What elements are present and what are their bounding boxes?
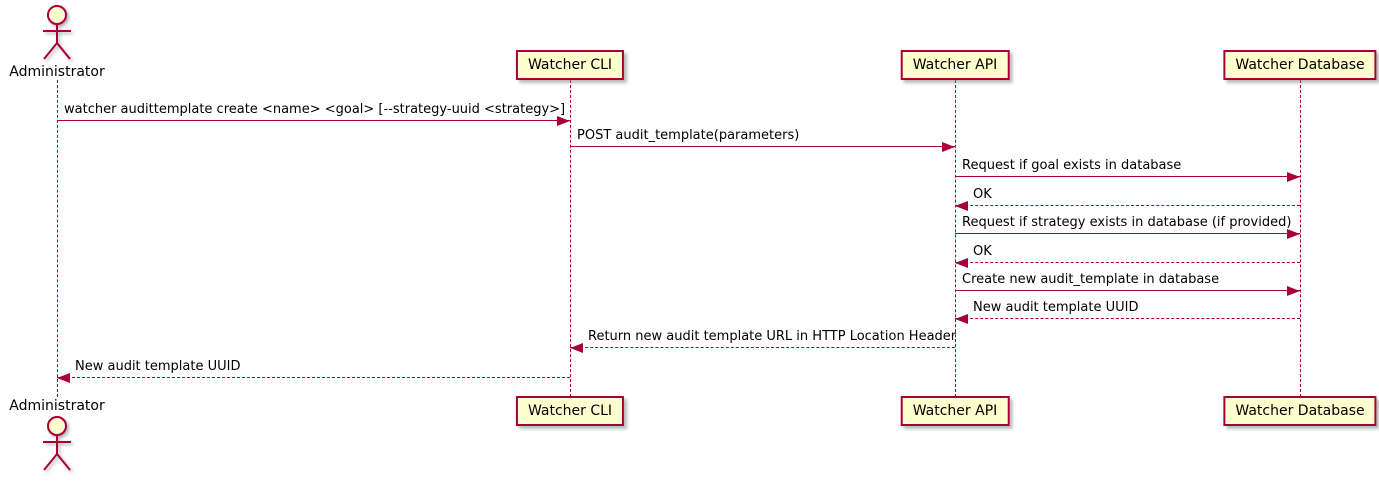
message-arrowhead-4: [1287, 228, 1300, 239]
message-label-2: Request if goal exists in database: [962, 158, 1182, 173]
message-line-8: [570, 347, 955, 348]
message-line-4: [955, 233, 1300, 234]
message-arrowhead-8: [570, 342, 583, 353]
message-arrowhead-1: [942, 141, 955, 152]
message-line-9: [57, 377, 570, 378]
message-arrowhead-5: [955, 257, 968, 268]
message-line-6: [955, 290, 1300, 291]
message-line-1: [570, 146, 955, 147]
message-label-4: Request if strategy exists in database (…: [962, 215, 1292, 230]
actor-admin-bottom-figure: [34, 415, 80, 477]
message-arrowhead-6: [1287, 285, 1300, 296]
actor-admin-top-figure: [34, 4, 80, 66]
message-label-0: watcher audittemplate create <name> <goa…: [64, 102, 566, 117]
message-label-1: POST audit_template(parameters): [577, 128, 800, 143]
message-label-3: OK: [973, 187, 992, 202]
message-line-3: [955, 205, 1300, 206]
participant-db-bottom: Watcher Database: [1223, 396, 1377, 426]
lifeline-db: [1299, 80, 1301, 397]
message-arrowhead-7: [955, 313, 968, 324]
message-arrowhead-3: [955, 200, 968, 211]
participant-cli-top: Watcher CLI: [515, 50, 625, 80]
lifeline-api: [954, 80, 956, 397]
message-label-6: Create new audit_template in database: [962, 272, 1220, 287]
actor-admin-top-label: Administrator: [9, 64, 105, 80]
message-line-0: [57, 120, 570, 121]
message-arrowhead-2: [1287, 171, 1300, 182]
actor-icon: [43, 416, 71, 471]
participant-api-top: Watcher API: [900, 50, 1010, 80]
message-arrowhead-9: [57, 372, 70, 383]
lifeline-admin: [56, 80, 58, 397]
lifeline-cli: [569, 80, 571, 397]
message-line-2: [955, 176, 1300, 177]
message-arrowhead-0: [557, 115, 570, 126]
participant-api-bottom: Watcher API: [900, 396, 1010, 426]
actor-admin-bottom-label: Administrator: [9, 398, 105, 414]
message-line-7: [955, 318, 1300, 319]
message-label-5: OK: [973, 244, 992, 259]
participant-db-top: Watcher Database: [1223, 50, 1377, 80]
participant-cli-bottom: Watcher CLI: [515, 396, 625, 426]
message-line-5: [955, 262, 1300, 263]
message-label-9: New audit template UUID: [75, 359, 241, 374]
actor-icon: [43, 5, 71, 60]
message-label-8: Return new audit template URL in HTTP Lo…: [588, 329, 957, 344]
message-label-7: New audit template UUID: [973, 300, 1139, 315]
